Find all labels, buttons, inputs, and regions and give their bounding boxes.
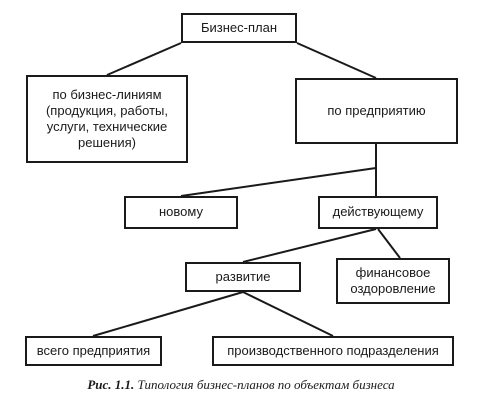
node-label-line: новому — [159, 204, 203, 220]
node-production-division: производственного подразделения — [212, 336, 454, 366]
node-label-line: финансовое — [355, 264, 431, 280]
connector-root-business_lines — [106, 42, 182, 76]
connector-development-division — [242, 291, 334, 337]
node-label-line: услуги, технические — [46, 119, 168, 134]
figure-caption: Рис. 1.1. Типология бизнес-планов по объ… — [0, 377, 482, 393]
node-label-line: всего предприятия — [36, 342, 151, 358]
connector-root-enterprise — [296, 42, 377, 79]
node-label-line: по бизнес-линиям — [52, 86, 162, 102]
node-existing-enterprise: действующему — [318, 196, 438, 229]
connector-existing-recovery — [377, 228, 401, 259]
node-label-line: оздоровление — [350, 281, 436, 296]
node-label-line: производственного подразделения — [227, 342, 439, 358]
connector-enterprise-new — [180, 167, 377, 197]
figure-number: Рис. 1.1. — [87, 377, 135, 392]
node-by-business-lines: по бизнес-линиям(продукция, работы,услуг… — [26, 75, 188, 163]
node-label-line: Бизнес-план — [200, 19, 278, 35]
figure-caption-text: Типология бизнес-планов по объектам бизн… — [137, 377, 395, 392]
node-development: развитие — [185, 262, 301, 292]
connector-development-whole_enterprise — [92, 291, 244, 337]
node-new-enterprise: новому — [124, 196, 238, 229]
node-label-line: по предприятию — [327, 102, 426, 118]
node-whole-enterprise: всего предприятия — [25, 336, 162, 366]
node-label-line: развитие — [215, 268, 271, 284]
node-by-enterprise: по предприятию — [295, 78, 458, 144]
connector-existing-development — [242, 228, 377, 263]
node-business-plan: Бизнес-план — [181, 13, 297, 43]
node-label-line: действующему — [332, 204, 424, 220]
node-label-line: решения) — [78, 135, 136, 151]
node-label-line: (продукция, работы, — [45, 102, 169, 118]
